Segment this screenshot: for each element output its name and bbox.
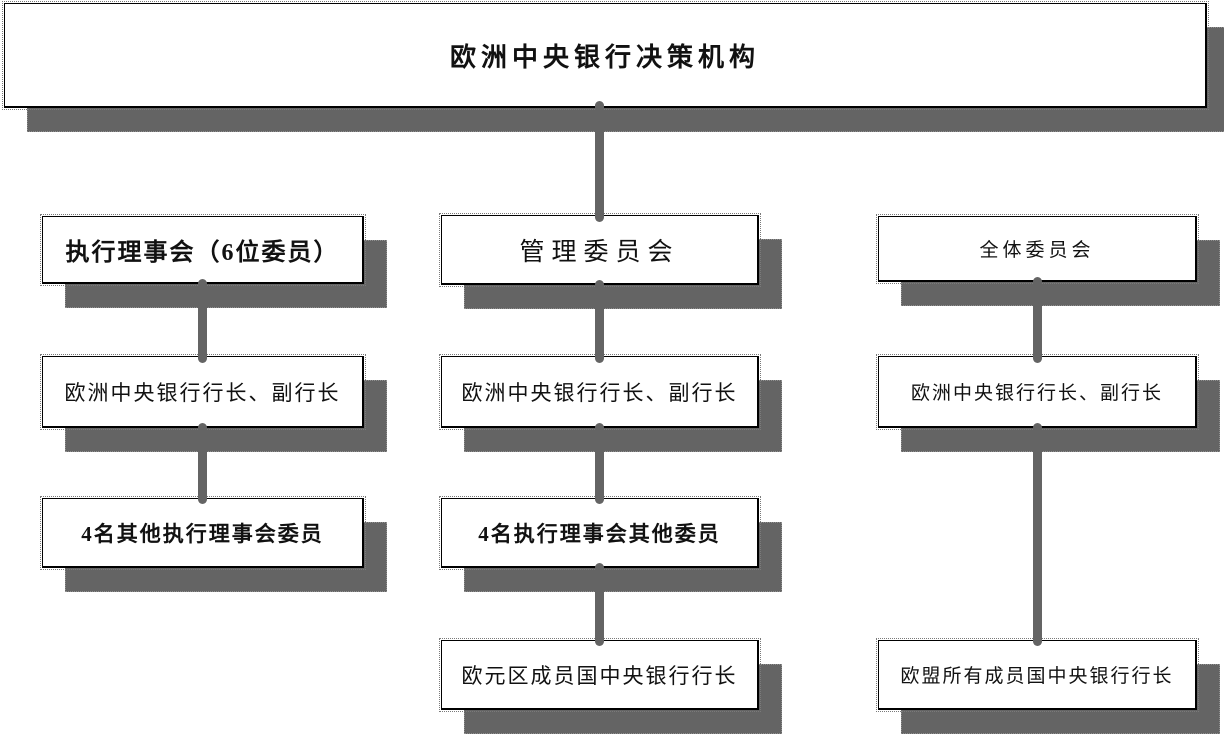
- connector-president-to-eu-governors: [1033, 423, 1042, 646]
- box-four-executive-other-members: 4名执行理事会其他委员: [439, 496, 782, 592]
- box-executive-board: 执行理事会（6位委员）: [40, 214, 387, 308]
- box-general-council: 全体委员会: [876, 214, 1220, 306]
- executive-board-label: 执行理事会（6位委员）: [65, 240, 340, 266]
- box-face: 欧盟所有成员国中央银行行长: [876, 638, 1199, 712]
- box-ecb-president-vice-president-col3: 欧洲中央银行行长、副行长: [876, 354, 1220, 452]
- box-face: 欧洲中央银行决策机构: [2, 1, 1209, 110]
- box-face: 执行理事会（6位委员）: [40, 214, 366, 286]
- connector-members-to-euro-area-governors: [595, 563, 604, 646]
- general-council-label: 全体委员会: [979, 240, 1095, 261]
- connector-executive-board-to-president: [198, 279, 207, 363]
- box-face: 4名执行理事会其他委员: [439, 496, 761, 570]
- box-face: 欧洲中央银行行长、副行长: [439, 354, 761, 430]
- box-face: 全体委员会: [876, 214, 1199, 284]
- president-vp-label: 欧洲中央银行行长、副行长: [64, 380, 341, 405]
- box-face: 欧洲中央银行行长、副行长: [876, 354, 1199, 430]
- box-ecb-president-vice-president-col2: 欧洲中央银行行长、副行长: [439, 354, 782, 452]
- connector-governing-council-to-president: [595, 280, 604, 363]
- box-face: 管理委员会: [439, 213, 761, 287]
- president-vp-label: 欧洲中央银行行长、副行长: [910, 383, 1163, 404]
- eu-all-governors-label: 欧盟所有成员国中央银行行长: [900, 666, 1174, 687]
- four-other-members-label: 4名其他执行理事会委员: [81, 521, 324, 546]
- four-executive-other-members-label: 4名执行理事会其他委员: [478, 521, 721, 546]
- box-eu-all-ncb-governors: 欧盟所有成员国中央银行行长: [876, 638, 1220, 734]
- title-box-ecb-decision-bodies: 欧洲中央银行决策机构: [2, 1, 1224, 132]
- box-face: 4名其他执行理事会委员: [40, 496, 366, 570]
- connector-general-council-to-president: [1033, 277, 1042, 363]
- connector-president-to-other-members-col2: [595, 423, 604, 504]
- euro-area-governors-label: 欧元区成员国中央银行行长: [461, 663, 738, 688]
- page-title: 欧洲中央银行决策机构: [449, 42, 760, 72]
- president-vp-label: 欧洲中央银行行长、副行长: [461, 380, 738, 405]
- connector-root-to-governing-council: [595, 101, 604, 222]
- box-ecb-president-vice-president-col1: 欧洲中央银行行长、副行长: [40, 354, 387, 452]
- box-face: 欧洲中央银行行长、副行长: [40, 354, 366, 430]
- governing-council-label: 管理委员会: [519, 238, 680, 266]
- box-face: 欧元区成员国中央银行行长: [439, 638, 761, 712]
- connector-president-to-other-members-col1: [198, 423, 207, 504]
- box-euro-area-ncb-governors: 欧元区成员国中央银行行长: [439, 638, 782, 734]
- box-governing-council: 管理委员会: [439, 213, 782, 309]
- box-four-other-executive-members: 4名其他执行理事会委员: [40, 496, 387, 592]
